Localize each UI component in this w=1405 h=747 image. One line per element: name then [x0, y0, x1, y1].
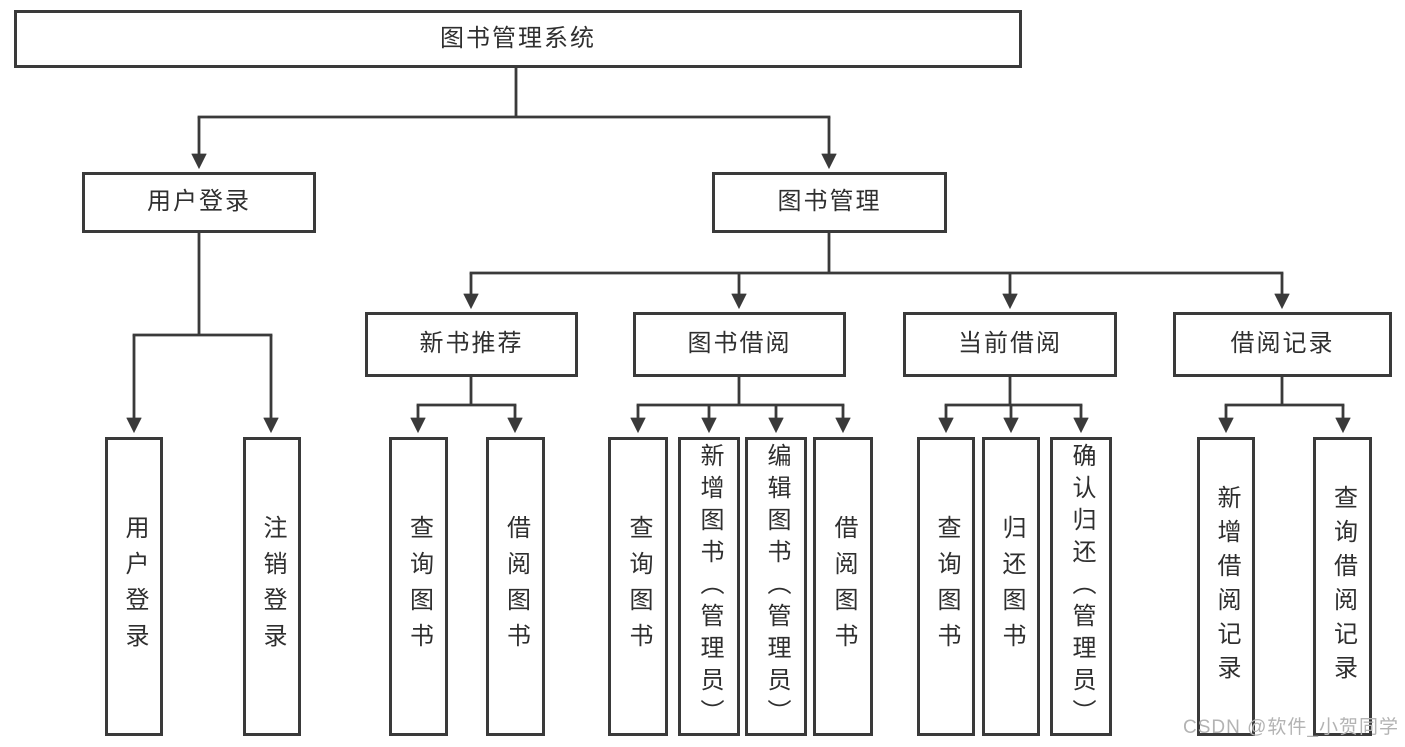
- leaf-cb-return-books: 归还图书: [982, 437, 1040, 736]
- node-borrow-records: 借阅记录: [1173, 312, 1392, 377]
- connector-current-borrow-to-leaves: [938, 375, 1089, 434]
- node-root-system: 图书管理系统: [14, 10, 1022, 68]
- leaf-rec-borrow-books: 借阅图书: [486, 437, 545, 736]
- leaf-cb-query-books: 查询图书: [917, 437, 975, 736]
- leaf-bb-borrow-books: 借阅图书: [813, 437, 873, 736]
- leaf-br-add-record: 新增借阅记录: [1197, 437, 1255, 736]
- leaf-user-login: 用户登录: [105, 437, 163, 736]
- connector-book-mgmt-to-level3: [463, 231, 1290, 310]
- leaf-bb-query-books: 查询图书: [608, 437, 668, 736]
- connector-user-login-to-leaves: [126, 231, 279, 434]
- node-user-login: 用户登录: [82, 172, 316, 233]
- leaf-br-query-record: 查询借阅记录: [1313, 437, 1372, 736]
- csdn-watermark: CSDN @软件_小贺同学: [1183, 717, 1399, 738]
- leaf-bb-edit-books-admin: 编辑图书（管理员）: [745, 437, 807, 736]
- leaf-cb-confirm-return-admin: 确认归还（管理员）: [1050, 437, 1112, 736]
- connector-book-borrow-to-leaves: [630, 375, 851, 434]
- connector-borrow-records-to-leaves: [1218, 375, 1351, 434]
- leaf-logout: 注销登录: [243, 437, 301, 736]
- connector-root-to-level2: [191, 66, 837, 170]
- leaf-bb-add-books-admin: 新增图书（管理员）: [678, 437, 740, 736]
- node-book-management: 图书管理: [712, 172, 947, 233]
- node-current-borrow: 当前借阅: [903, 312, 1117, 377]
- connector-new-book-rec-to-leaves: [410, 375, 523, 434]
- node-new-book-recommend: 新书推荐: [365, 312, 578, 377]
- node-book-borrow: 图书借阅: [633, 312, 846, 377]
- leaf-rec-query-books: 查询图书: [389, 437, 448, 736]
